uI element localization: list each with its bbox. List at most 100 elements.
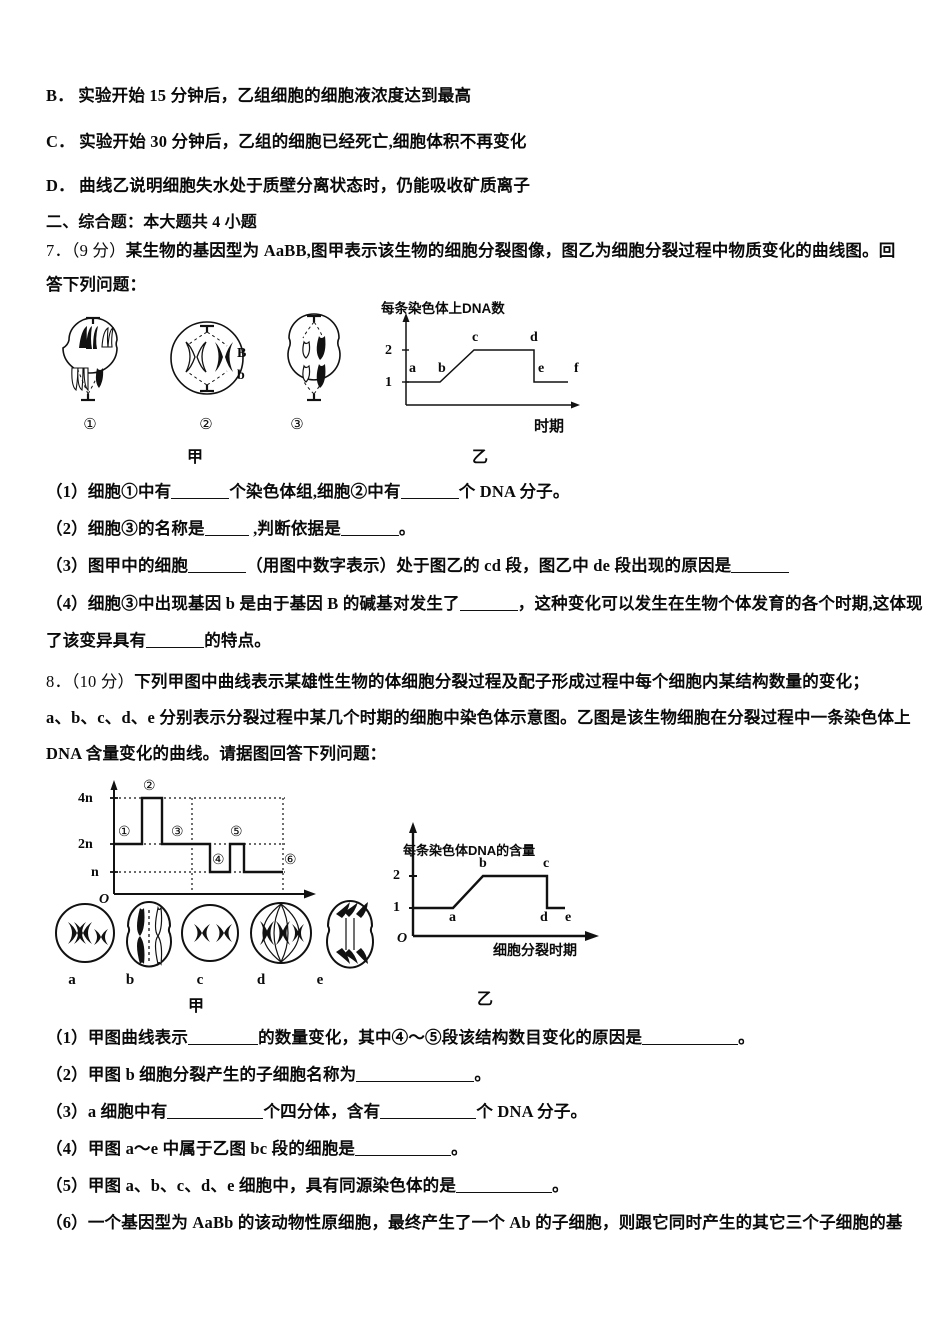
q8-sub-1-t1: 的数量变化，其中④～⑤段该结构数目变化的原因是	[258, 1028, 643, 1047]
choice-d-text: 曲线乙说明细胞失水处于质壁分离状态时，仍能吸收矿质离子	[79, 176, 531, 195]
q7-sub-2-blank-2[interactable]	[340, 535, 399, 536]
q8-sub-2-t0: 甲图 b 细胞分裂产生的子细胞名称为	[87, 1065, 357, 1084]
q7-sub-3: （3）图甲中的细胞（用图中数字表示）处于图乙的 cd 段，图乙中 de 段出现的…	[46, 556, 790, 576]
q8-sub-6-num: （6）	[46, 1213, 88, 1232]
q8-sub-3-blank-1[interactable]	[167, 1118, 264, 1119]
q7-sub-3-num: （3）	[46, 556, 88, 575]
q8-jia-seg-5: ⑤	[230, 825, 243, 840]
q7-sub-1-t2: 个 DNA 分子。	[458, 482, 570, 501]
q8-yi-caption: 乙	[476, 991, 493, 1008]
q7-yi-caption: 乙	[471, 449, 488, 466]
q7-sub-2-blank-1[interactable]	[204, 535, 249, 536]
q8-sub-2-num: （2）	[46, 1065, 88, 1084]
q8-sub-4-t0: 甲图 a～e 中属于乙图 bc 段的细胞是	[87, 1139, 356, 1158]
q8-yi-x-arrow	[585, 931, 599, 941]
q8-jia-seg-2: ②	[143, 779, 156, 794]
q7-sub-4-t0: 细胞③中出现基因 b 是由于基因 B 的碱基对发生了	[87, 594, 460, 613]
q7-stem-text1: 某生物的基因型为 AaBB,图甲表示该生物的细胞分裂图像，图乙为细胞分裂过程中物…	[125, 241, 896, 260]
q7-sub-3-blank-1[interactable]	[188, 572, 247, 573]
q8-sub-4: （4）甲图 a～e 中属于乙图 bc 段的细胞是 。	[46, 1139, 468, 1159]
q7-sub-1: （1）细胞①中有个染色体组,细胞②中有个 DNA 分子。	[46, 482, 570, 502]
q7-yi-ytick-2: 2	[385, 343, 392, 358]
q7-sub-3-blank-2[interactable]	[731, 572, 790, 573]
q8-jia-seg-3: ③	[171, 825, 184, 840]
q8-sub-5-t0: 甲图 a、b、c、d、e 细胞中，具有同源染色体的是	[87, 1176, 457, 1195]
q7-sub-4c-t1: 的特点。	[204, 631, 272, 650]
q7-sub-1-t0: 细胞①中有	[87, 482, 172, 501]
q8-sub-1-t2: 。	[738, 1028, 755, 1047]
q7-sub-4c-t0: 了该变异具有	[46, 631, 147, 650]
q8-stem-line2: a、b、c、d、e 分别表示分裂过程中某几个时期的细胞中染色体示意图。乙图是该生…	[46, 708, 911, 727]
q7-figure-jia: B b	[55, 302, 355, 417]
q8-sub-1-blank-2[interactable]	[642, 1044, 739, 1045]
q7-sub-4-blank-1[interactable]	[459, 610, 518, 611]
q8-jia-origin-label: O	[99, 892, 110, 907]
q8-sub-1-blank-1[interactable]	[188, 1044, 259, 1045]
q8-cell-label-d: d	[256, 972, 266, 988]
q7-sub-1-num: （1）	[46, 482, 88, 501]
q8-sub-4-num: （4）	[46, 1139, 88, 1158]
q7-cell-label-2: ②	[199, 417, 213, 433]
q8-yi-x-axis-title: 细胞分裂时期	[493, 942, 577, 958]
q8-sub-1: （1）甲图曲线表示 的数量变化，其中④～⑤段该结构数目变化的原因是 。	[46, 1028, 755, 1048]
q8-sub-3-t1: 个四分体，含有	[263, 1102, 381, 1121]
q8-sub-5-t1: 。	[552, 1176, 569, 1195]
q8-stem-line3: DNA 含量变化的曲线。请据图回答下列问题：	[46, 744, 387, 763]
q8-figure-jia: 4n 2n n O ① ② ③ ④ ⑤ ⑥	[70, 776, 360, 907]
choice-c-letter: C．	[46, 132, 75, 151]
q8-yi-ytick-2: 2	[393, 868, 400, 883]
q8-sub-6: （6）一个基因型为 AaBb 的该动物性原细胞，最终产生了一个 Ab 的子细胞，…	[46, 1213, 903, 1233]
q8-cell-label-b: b	[125, 972, 135, 988]
q8-score: （10 分）	[71, 672, 135, 691]
q7-yi-point-c: c	[472, 330, 479, 345]
q8-jia-chart-svg	[110, 780, 316, 899]
q8-jia-cells-svg	[55, 900, 374, 969]
q8-jia-ytick-n: n	[91, 865, 99, 880]
q8-yi-ytick-1: 1	[393, 900, 400, 915]
q8-yi-point-d: d	[540, 910, 548, 925]
q7-yi-x-arrow	[571, 401, 580, 409]
q7-yi-data-line	[406, 349, 568, 383]
q7-yi-y-axis-title: 每条染色体上DNA数	[381, 301, 505, 316]
q7-sub-1-blank-1[interactable]	[171, 498, 230, 499]
q8-stem-line1: 8．（10 分）下列甲图中曲线表示某雄性生物的体细胞分裂过程及配子形成过程中每个…	[46, 672, 869, 692]
q8-yi-data-line	[413, 874, 565, 910]
q7-sub-3-t1: （用图中数字表示）处于图乙的 cd 段，图乙中 de 段出现的原因是	[246, 556, 732, 575]
q8-sub-5: （5）甲图 a、b、c、d、e 细胞中，具有同源染色体的是。	[46, 1176, 569, 1196]
q8-sub-1-t0: 甲图曲线表示	[87, 1028, 189, 1047]
q8-jia-data-line	[114, 796, 283, 874]
q7-sub-4-cont: 了该变异具有 的特点。	[46, 631, 271, 651]
q8-cell-label-c: c	[196, 972, 204, 988]
q8-number: 8．	[46, 672, 72, 691]
q7-yi-point-f: f	[574, 361, 579, 376]
q7-sub-2-t1: ,判断依据是	[248, 519, 341, 538]
q8-jia-ytick-4n: 4n	[78, 791, 93, 806]
q7-yi-y-arrow	[402, 313, 410, 322]
q8-sub-3-blank-2[interactable]	[380, 1118, 477, 1119]
q8-jia-y-arrow	[110, 780, 118, 790]
q7-sub-2-t2: 。	[398, 519, 416, 538]
q8-sub-4-blank-1[interactable]	[355, 1155, 452, 1156]
q7-yi-chart-svg	[402, 313, 580, 409]
q7-yi-point-a: a	[409, 361, 416, 376]
q8-sub-3: （3）a 细胞中有个四分体，含有个 DNA 分子。	[46, 1102, 587, 1122]
q8-jia-caption: 甲	[187, 998, 204, 1015]
q8-yi-point-a: a	[449, 910, 456, 925]
q7-sub-1-blank-2[interactable]	[400, 498, 459, 499]
q8-yi-point-c: c	[543, 856, 550, 871]
q8-stem-text1: 下列甲图中曲线表示某雄性生物的体细胞分裂过程及配子形成过程中每个细胞内某结构数量…	[134, 672, 870, 691]
choice-b-text: 实验开始 15 分钟后，乙组细胞的细胞液浓度达到最高	[78, 86, 472, 105]
q8-sub-4-t1: 。	[451, 1139, 468, 1158]
q7-cell-label-3: ③	[290, 417, 304, 433]
q8-yi-y-axis-title: 每条染色体DNA的含量	[403, 843, 536, 858]
q7-jia-caption: 甲	[186, 449, 203, 466]
q7-sub-4c-blank[interactable]	[146, 647, 205, 648]
q8-sub-2-blank-1[interactable]	[356, 1081, 475, 1082]
q8-sub-1-num: （1）	[46, 1028, 88, 1047]
q8-yi-y-arrow	[409, 822, 417, 833]
section-heading: 二、综合题：本大题共 4 小题	[46, 214, 258, 231]
q8-sub-5-blank-1[interactable]	[456, 1192, 553, 1193]
q7-yi-point-e: e	[538, 361, 545, 376]
q7-cell-label-1: ①	[83, 417, 97, 433]
